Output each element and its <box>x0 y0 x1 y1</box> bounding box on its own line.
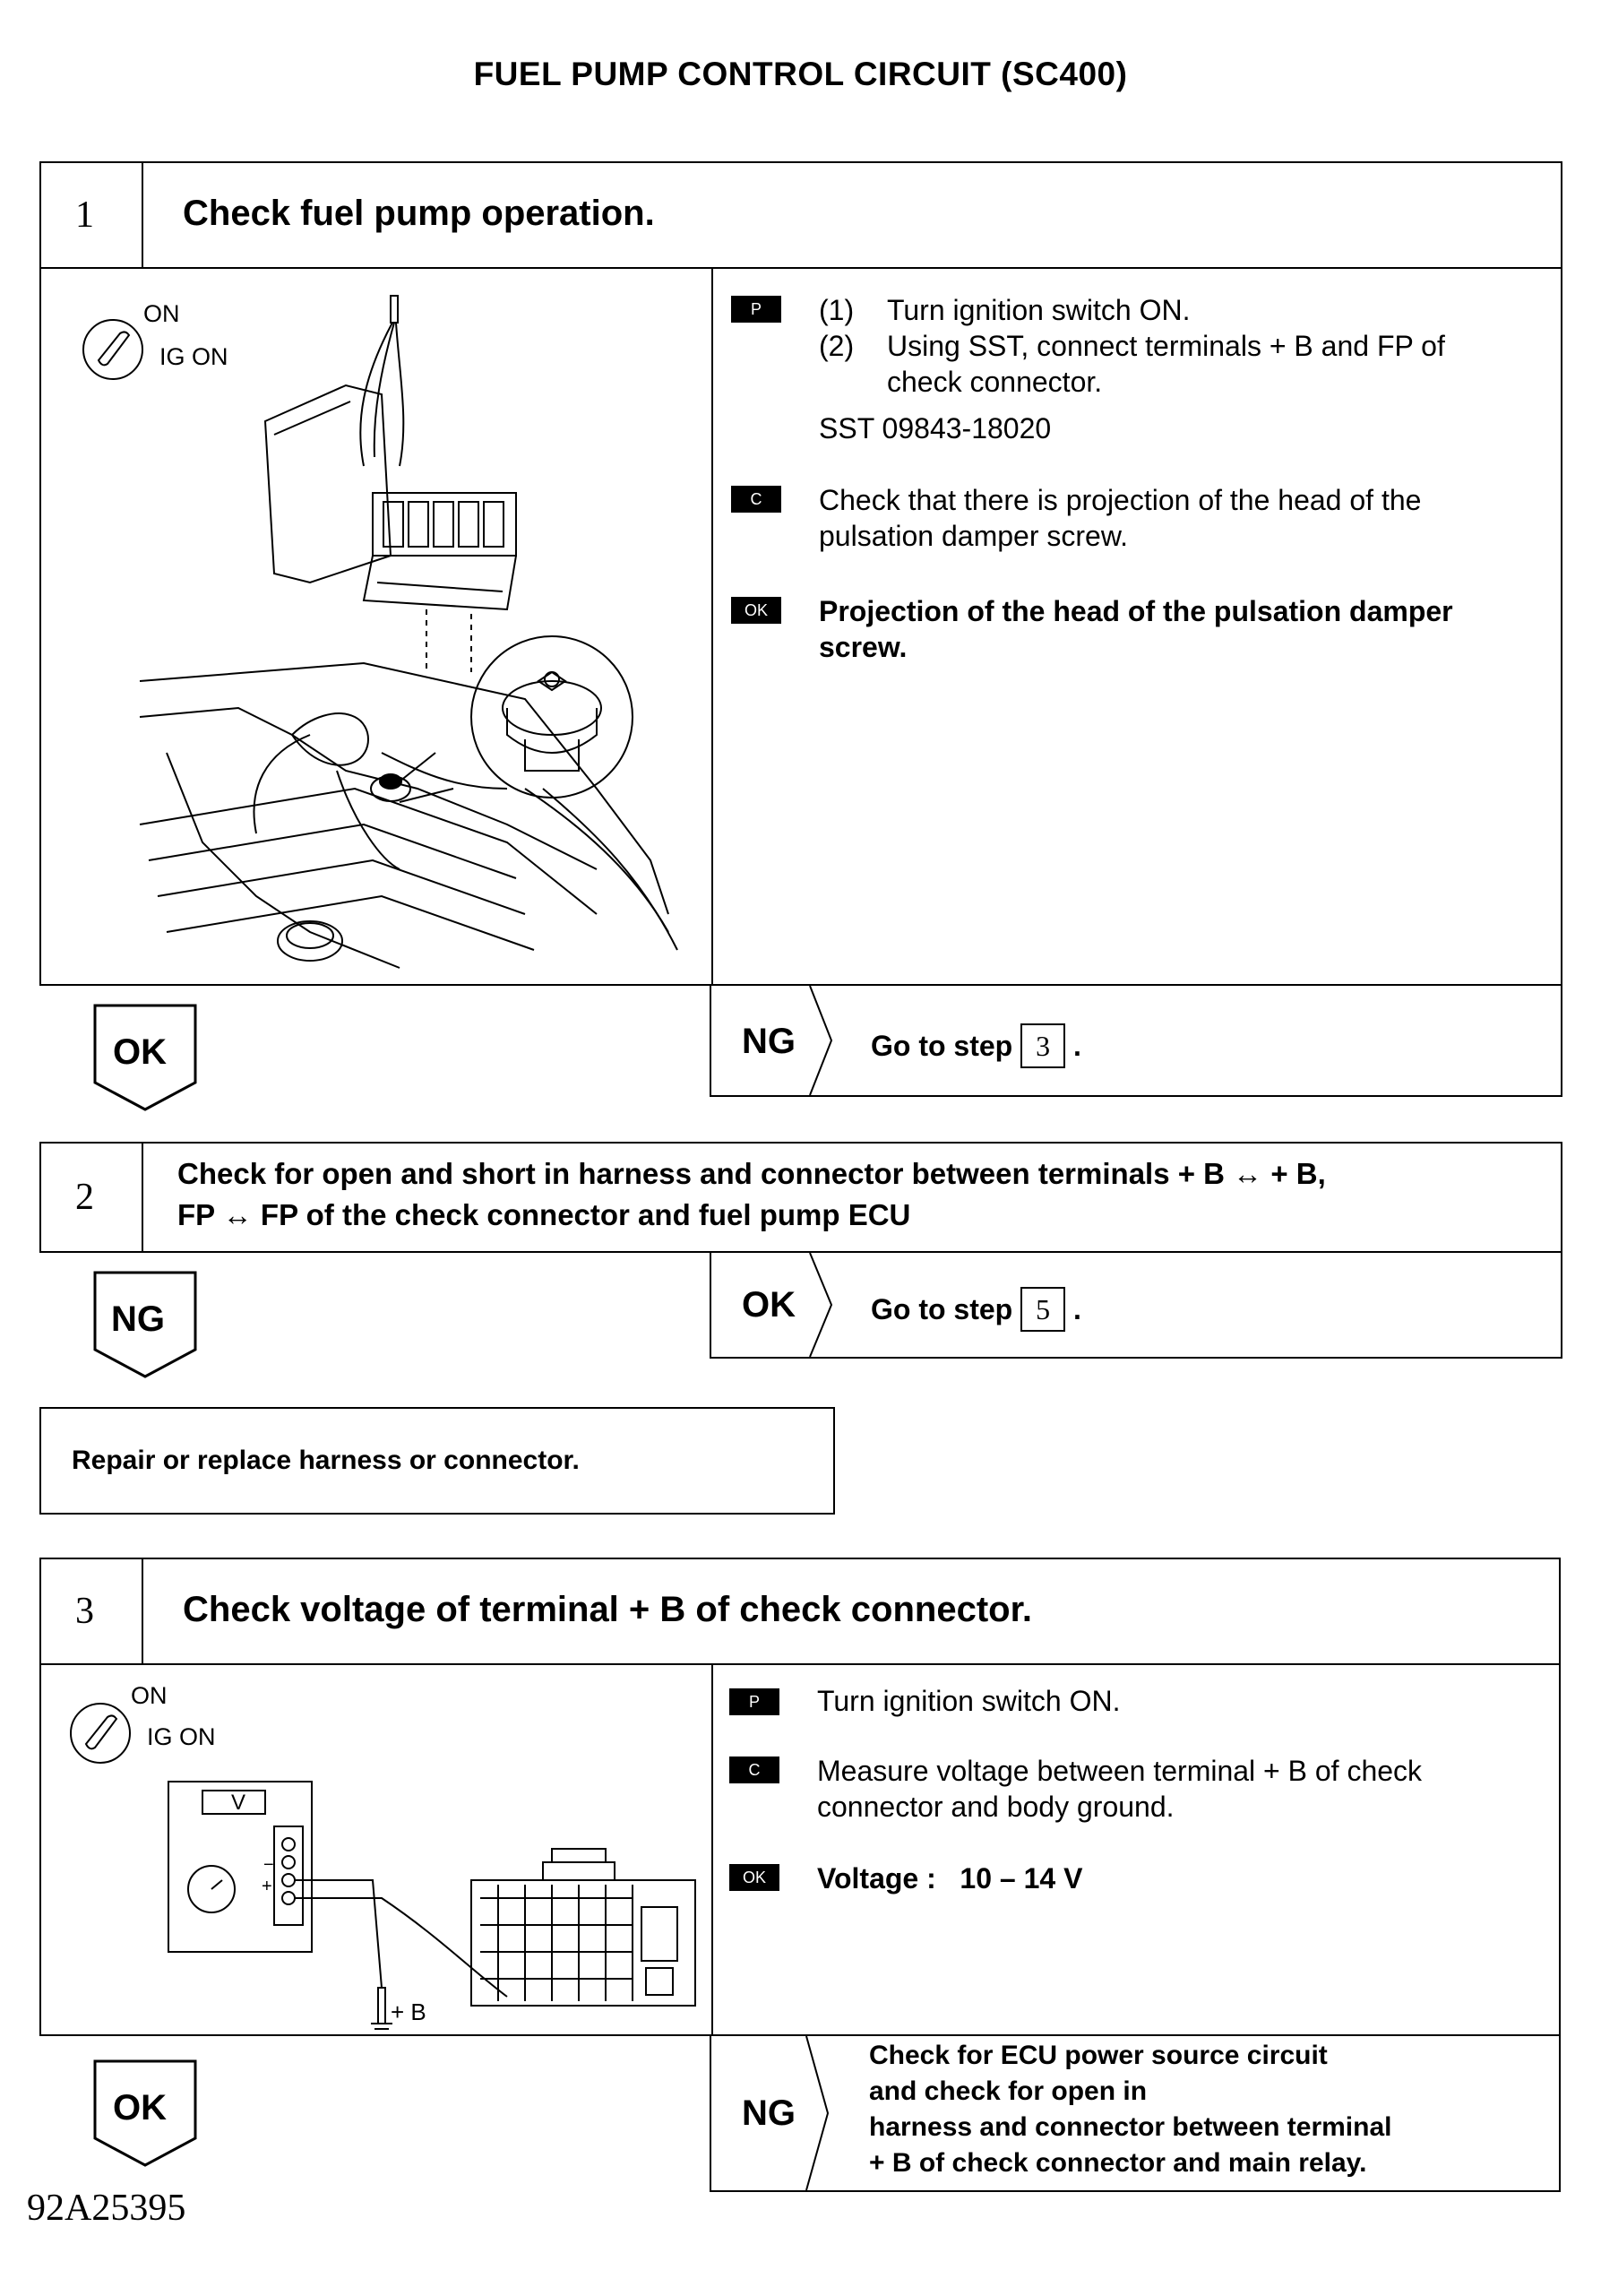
voltmeter-illustration <box>168 1781 696 2030</box>
step1-c-line2: pulsation damper screw. <box>819 520 1129 552</box>
step1-number-divider <box>142 163 143 267</box>
step2-ok-chevron <box>809 1253 833 1357</box>
step2-ng-arrow <box>93 1271 197 1378</box>
step3-body: ON IG ON V − + + B P <box>39 1663 1561 2036</box>
step1-body: ON IG ON <box>39 267 1562 986</box>
step1-goto: Go to step 3 . <box>871 1023 1081 1068</box>
step3-ign-on-label: ON <box>131 1682 168 1709</box>
step2-repair-text: Repair or replace harness or connector. <box>72 1446 580 1475</box>
step3-ok-text: Voltage : 10 – 14 V <box>817 1862 1083 1895</box>
step1-ng-box: NG Go to step 3 . <box>710 984 1562 1097</box>
step2-ng-arrow-label: NG <box>111 1299 165 1339</box>
step1-ign-igon-label: IG ON <box>159 343 228 370</box>
step1-p-item2-line2: check connector. <box>887 366 1103 398</box>
step3-p-badge: P <box>729 1688 779 1715</box>
step1-ng-label: NG <box>742 1022 796 1061</box>
step3-p-text: Turn ignition switch ON. <box>817 1685 1121 1717</box>
step3-heading: Check voltage of terminal + B of check c… <box>183 1590 1033 1629</box>
step1-heading: Check fuel pump operation. <box>183 194 655 233</box>
step1-ok-line2: screw. <box>819 631 908 663</box>
step2-number-divider <box>142 1144 143 1251</box>
step1-number: 1 <box>75 194 94 236</box>
step1-ng-chevron <box>809 986 833 1095</box>
step3-ng-line2: and check for open in <box>869 2076 1148 2106</box>
step1-sst: SST 09843-18020 <box>819 412 1052 445</box>
step2-goto-step[interactable]: 5 <box>1020 1287 1066 1332</box>
step2-goto-dot: . <box>1073 1293 1081 1325</box>
step3-c-line1: Measure voltage between terminal + B of … <box>817 1755 1423 1787</box>
step2-header: 2 Check for open and short in harness an… <box>39 1142 1562 1253</box>
step3-ng-chevron <box>805 2036 830 2190</box>
step1-p-item1-num: (1) <box>819 294 855 326</box>
step1-ok-badge: OK <box>731 597 781 624</box>
step2-heading-line2: FP ↔ FP of the check connector and fuel … <box>177 1198 911 1231</box>
step2-heading-line1: Check for open and short in harness and … <box>177 1157 1326 1190</box>
step2-ok-box: OK Go to step 5 . <box>710 1251 1562 1359</box>
step3-ng-label: NG <box>742 2093 796 2133</box>
step2-repair-box: Repair or replace harness or connector. <box>39 1407 835 1515</box>
step1-ok-arrow-label: OK <box>113 1032 167 1072</box>
figure-id: 92A25395 <box>27 2188 186 2229</box>
step1-header: 1 Check fuel pump operation. <box>39 161 1562 269</box>
step3-ignition-key-icon <box>70 1703 131 1764</box>
step2-goto-text: Go to step <box>871 1293 1013 1325</box>
step1-p-item1: Turn ignition switch ON. <box>887 294 1191 326</box>
step3-number: 3 <box>75 1591 94 1632</box>
step3-ok-badge: OK <box>729 1864 779 1891</box>
step3-ng-line1: Check for ECU power source circuit <box>869 2041 1328 2070</box>
step3-ng-box: NG Check for ECU power source circuit an… <box>710 2034 1561 2192</box>
step1-c-badge: C <box>731 486 781 513</box>
step2-goto: Go to step 5 . <box>871 1287 1081 1332</box>
step3-header: 3 Check voltage of terminal + B of check… <box>39 1558 1561 1665</box>
meter-v-label: V <box>231 1791 246 1815</box>
step3-c-badge: C <box>729 1757 779 1783</box>
step3-number-divider <box>142 1559 143 1663</box>
step3-ok-arrow-label: OK <box>113 2088 167 2128</box>
plus-b-label: + B <box>391 1998 426 2025</box>
meter-minus-label: − <box>263 1855 274 1875</box>
step1-ign-on-label: ON <box>143 300 180 327</box>
step3-ng-line4: + B of check connector and main relay. <box>869 2148 1367 2178</box>
ignition-key-icon <box>82 319 143 380</box>
page-title: FUEL PUMP CONTROL CIRCUIT (SC400) <box>473 56 1128 92</box>
step3-ign-igon-label: IG ON <box>147 1723 216 1750</box>
step1-goto-dot: . <box>1073 1030 1081 1062</box>
step1-p-item2-line1: Using SST, connect terminals + B and FP … <box>887 330 1445 362</box>
step3-ng-line3: harness and connector between terminal <box>869 2112 1392 2142</box>
step1-goto-text: Go to step <box>871 1030 1013 1062</box>
step2-number: 2 <box>75 1177 94 1218</box>
step1-p-badge: P <box>731 296 781 323</box>
fuel-pump-engine-illustration <box>139 295 678 969</box>
step2-ok-label: OK <box>742 1285 796 1325</box>
step1-ok-line1: Projection of the head of the pulsation … <box>819 595 1453 627</box>
step1-goto-step[interactable]: 3 <box>1020 1023 1066 1068</box>
step1-ok-arrow <box>93 1004 197 1111</box>
step3-ok-arrow <box>93 2059 197 2167</box>
step1-p-item2-num: (2) <box>819 330 855 362</box>
step3-body-divider <box>711 1665 713 2034</box>
meter-plus-label: + <box>262 1877 272 1896</box>
step1-body-divider <box>711 269 713 984</box>
step3-c-line2: connector and body ground. <box>817 1791 1175 1823</box>
step1-c-line1: Check that there is projection of the he… <box>819 484 1422 516</box>
